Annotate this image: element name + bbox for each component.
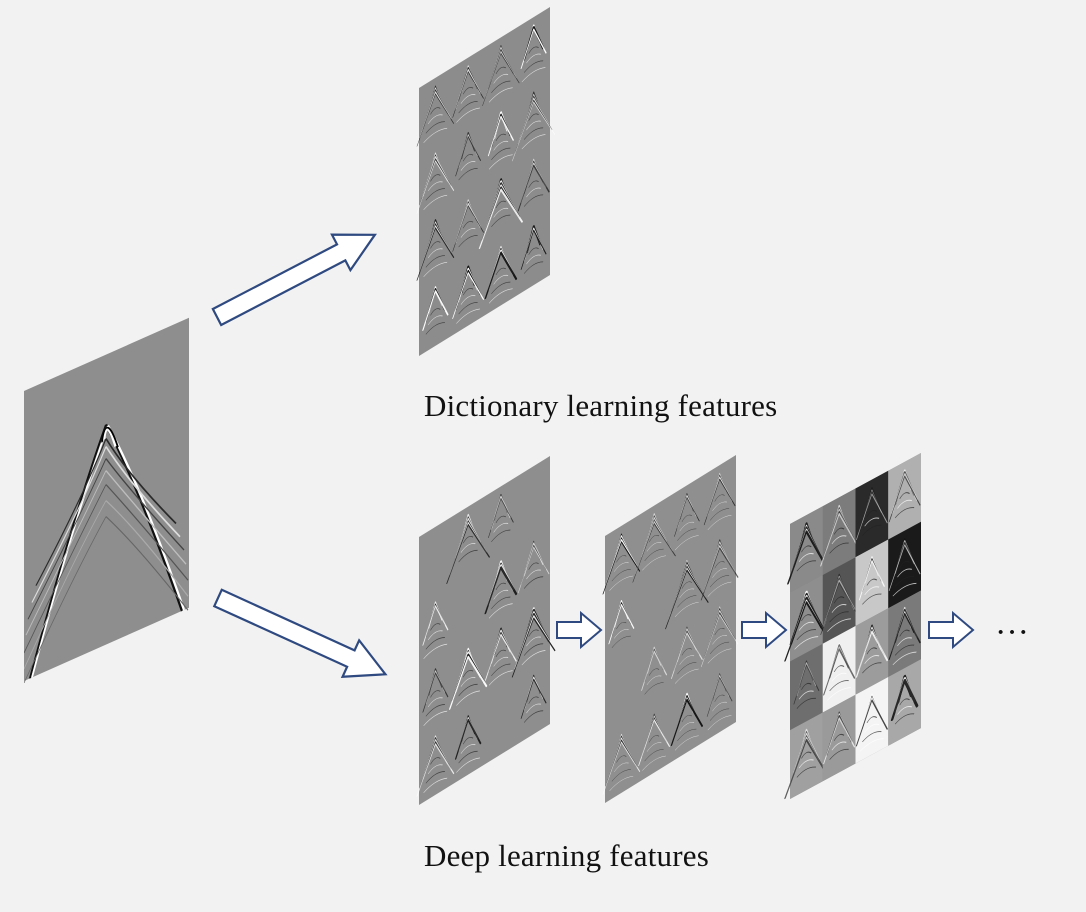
feature-map-cell	[455, 131, 481, 181]
deep-feature-panel-3	[784, 452, 921, 800]
feature-panel-background	[419, 455, 550, 805]
feature-map-cell	[888, 521, 921, 609]
feature-map-cell	[452, 199, 484, 252]
arrow-to-deep-icon	[212, 588, 388, 678]
feature-map-cell	[520, 24, 547, 83]
feature-map-cell	[608, 600, 635, 649]
feature-map-cell	[671, 626, 703, 684]
input-wavefronts	[24, 423, 189, 684]
feature-map-cell	[422, 286, 449, 335]
feature-map-cell	[484, 627, 517, 686]
feature-map-cell	[638, 713, 671, 771]
feature-panel-content	[784, 452, 921, 800]
feature-map-cell	[511, 607, 556, 678]
feature-map-cell	[488, 493, 514, 543]
feature-map-cell	[670, 692, 704, 751]
feature-map-cell	[520, 674, 547, 723]
feature-map-cell	[700, 606, 739, 668]
feature-map-cell	[452, 265, 484, 324]
feature-map-cell	[855, 608, 889, 695]
feature-map-cell	[888, 590, 921, 677]
feature-map-cell	[422, 668, 449, 726]
feature-map-cell	[446, 513, 490, 585]
feature-map-cell	[517, 158, 550, 212]
feature-map-cell	[790, 643, 823, 731]
feature-panel-background	[419, 6, 550, 356]
feature-map-cell	[700, 539, 739, 601]
feature-map-cell	[822, 694, 856, 782]
feature-map-cell	[452, 65, 484, 123]
input-seismic-gather	[24, 317, 189, 684]
arrow-deep-3-to-next-icon	[928, 610, 975, 650]
feature-map-cell	[787, 506, 826, 593]
feature-map-cell	[487, 111, 514, 170]
feature-map-cell	[602, 533, 641, 595]
arrow-deep-2-to-3-icon	[741, 610, 788, 650]
dictionary-features-caption: Dictionary learning features	[424, 388, 778, 423]
feature-map-cell	[820, 488, 859, 575]
deep-feature-panel-1	[416, 455, 556, 805]
feature-map-cell	[888, 452, 921, 540]
feature-map-cell	[416, 152, 455, 214]
feature-map-cell	[449, 647, 488, 710]
feature-panel-content	[416, 6, 556, 356]
feature-map-cell	[822, 625, 856, 713]
feature-map-cell	[517, 540, 550, 594]
feature-panel-content	[416, 455, 556, 805]
input-panel-background	[24, 317, 189, 681]
arrow-to-dictionary-icon	[211, 233, 377, 327]
feature-map-cell	[632, 513, 676, 583]
feature-map-cell	[454, 715, 482, 773]
feature-map-cell	[855, 470, 889, 558]
feature-map-cell	[482, 45, 520, 107]
deep-features-caption: Deep learning features	[424, 838, 709, 873]
feature-map-cell	[703, 472, 736, 530]
feature-map-cell	[520, 225, 547, 274]
feature-map-cell	[422, 601, 449, 659]
feature-map-cell	[641, 646, 668, 695]
continuation-ellipsis: ···	[995, 614, 1029, 651]
feature-map-cell	[784, 574, 829, 662]
feature-map-cell	[820, 557, 858, 644]
arrow-deep-1-to-2-icon	[556, 610, 603, 650]
feature-map-cell	[416, 735, 455, 797]
feature-map-cell	[665, 559, 709, 630]
feature-map-cell	[484, 560, 518, 619]
feature-panel-background	[605, 454, 736, 803]
dictionary-feature-panel	[416, 6, 556, 356]
feature-map-cell	[484, 245, 518, 304]
feature-map-cell	[855, 539, 889, 626]
feature-map-cell	[512, 91, 556, 162]
feature-map-cell	[855, 676, 889, 764]
feature-map-cell	[674, 493, 700, 551]
feature-map-cell	[478, 178, 523, 250]
deep-feature-panel-2	[602, 454, 739, 803]
feature-map-cell	[416, 85, 455, 147]
feature-panel-content	[602, 454, 739, 803]
feature-map-cell	[416, 219, 455, 281]
feature-map-cell	[602, 733, 641, 795]
feature-map-cell	[706, 673, 733, 731]
feature-map-cell	[888, 659, 921, 746]
